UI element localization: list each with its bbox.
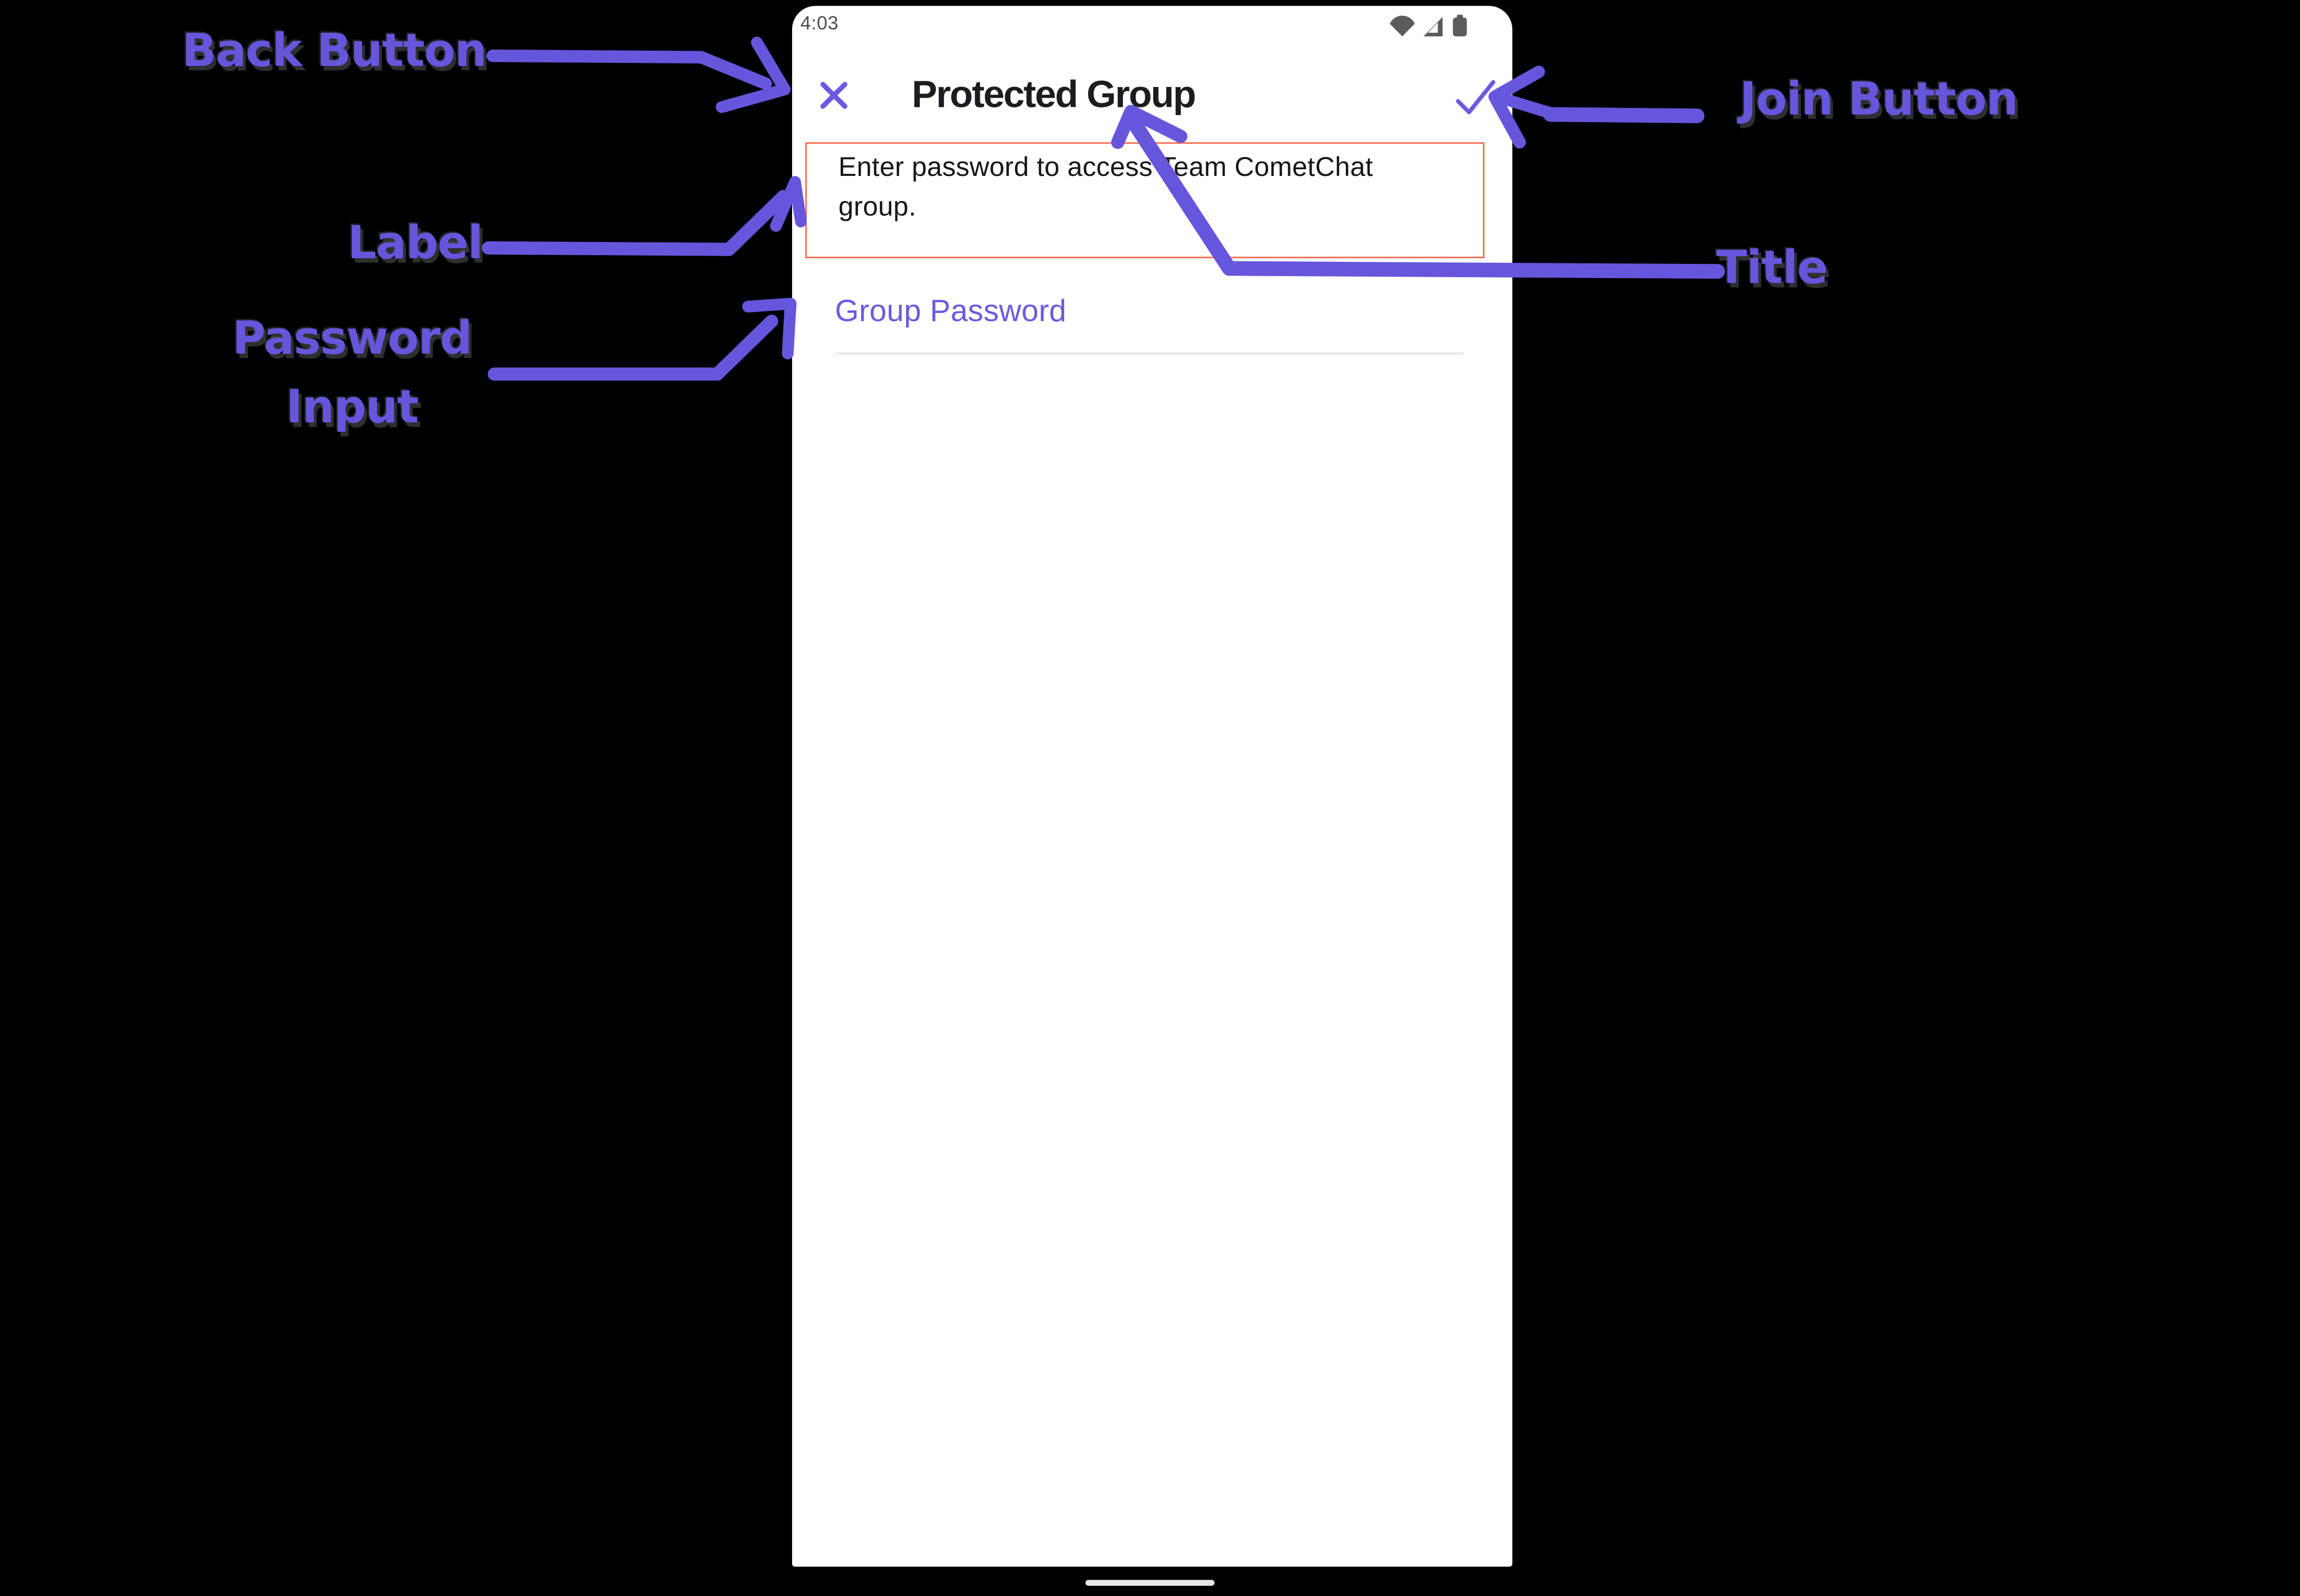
join-button-arrow [1543,107,1705,123]
back-button-arrowhead [715,36,791,113]
label-arrow [482,190,790,256]
group-password-input[interactable]: Group Password [835,269,1464,354]
battery-icon [1452,16,1467,36]
status-time: 4:03 [800,11,839,33]
title-annotation: Title [1716,242,1828,295]
password-input-annotation: Password Input [206,305,499,443]
x-close-icon [820,81,847,108]
join-button-annotation: Join Button [1740,73,2018,126]
back-button-annotation: Back Button [182,25,487,78]
phone-screen: 4:03 Protected Group [791,5,1512,1566]
group-password-placeholder: Group Password [835,294,1067,328]
wifi-icon [1389,15,1415,36]
password-prompt-label: Enter password to access Team CometChat … [838,150,1373,222]
password-input-annotation-line2: Input [286,381,419,435]
label-annotation: Label [347,217,483,270]
close-button[interactable] [807,68,858,118]
password-input-arrow [487,314,778,381]
password-input-arrowhead [742,298,797,359]
signal-icon [1423,16,1442,36]
page-title: Protected Group [912,71,1196,116]
battery-icon-cap [1456,14,1463,18]
join-button[interactable] [1446,67,1504,126]
password-input-annotation-line1: Password [232,312,472,366]
gesture-handle[interactable] [1085,1579,1215,1586]
status-icons [1389,14,1467,36]
back-button-arrow [486,49,772,90]
checkmark-icon [1455,79,1495,114]
signal-icon-cutout [1427,21,1438,32]
input-underline [835,351,1464,354]
